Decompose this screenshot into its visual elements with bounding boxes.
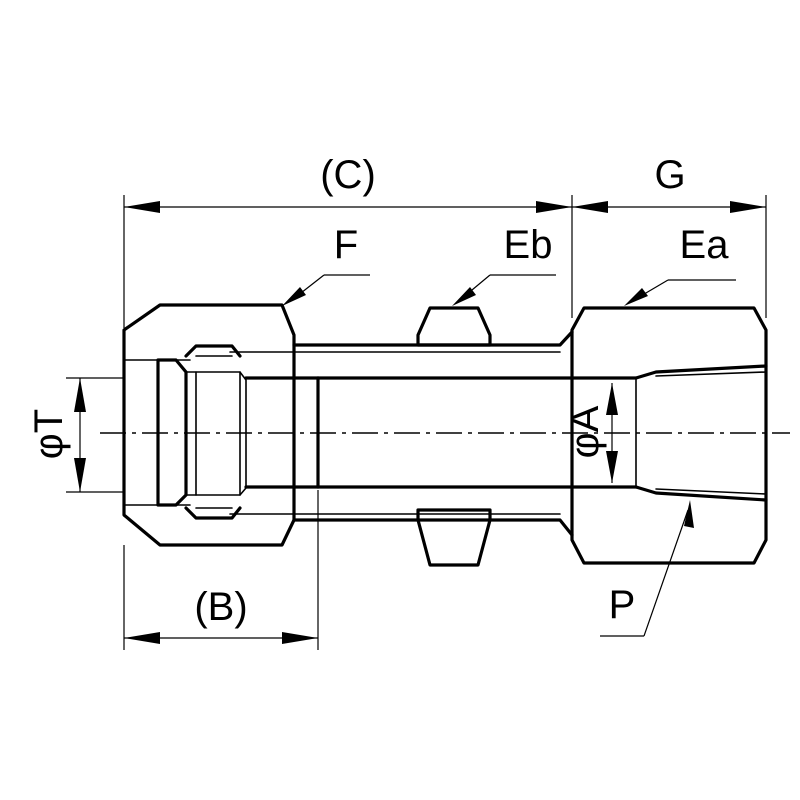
label-c: (C) [320, 153, 376, 197]
tube-body-bottom [292, 518, 574, 537]
label-phi-a: φA [563, 405, 607, 458]
port-thread-inner-top [655, 371, 767, 377]
arrow-g-left [572, 201, 608, 213]
arrow-b-left [124, 632, 160, 644]
label-phi-t: φT [27, 409, 71, 459]
arrow-c-right [536, 201, 572, 213]
tube-body-top [292, 330, 574, 347]
arrow-t-top [74, 378, 86, 412]
leader-p [643, 509, 689, 637]
hex-eb-outline-bottom [416, 508, 492, 567]
ferrule-back [185, 371, 247, 496]
label-b: (B) [194, 585, 247, 629]
arrow-g-right [730, 201, 766, 213]
hex-eb-outline [416, 306, 492, 347]
label-eb: Eb [504, 223, 553, 267]
label-g: G [654, 153, 685, 197]
arrow-eb [452, 287, 476, 306]
label-ea: Ea [680, 223, 730, 267]
ferrule-taper-bottom [184, 506, 242, 520]
arrow-b-right [282, 632, 318, 644]
arrow-c-left [124, 201, 160, 213]
arrow-p [684, 500, 694, 528]
nut-f-outline [122, 303, 296, 547]
arrow-a-top [606, 383, 618, 415]
arrow-a-bottom [606, 451, 618, 483]
port-threads [634, 364, 768, 502]
port-thread-inner-bottom [655, 488, 767, 495]
label-f: F [334, 223, 358, 267]
arrow-ea [624, 288, 648, 306]
body-ea-outline [570, 306, 768, 565]
arrow-t-bottom [74, 458, 86, 492]
label-p: P [609, 583, 636, 627]
arrow-f [282, 287, 306, 306]
ferrule-taper-top [184, 344, 242, 358]
